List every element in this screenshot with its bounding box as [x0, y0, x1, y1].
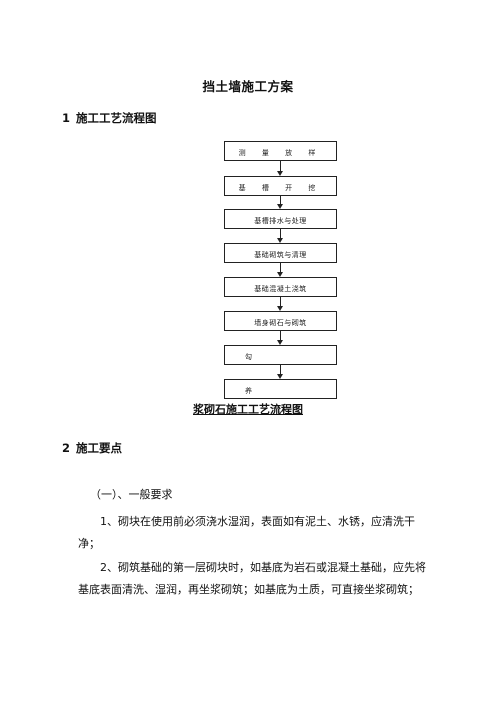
arrow-down-icon [277, 272, 283, 277]
arrow-down-icon [277, 340, 283, 345]
flow-connector-6 [280, 331, 281, 343]
flow-connector-4 [280, 263, 281, 275]
flow-connector-7 [280, 365, 281, 377]
paragraph-2: 2、砌筑基础的第一层砌块时，如基底为岩石或混凝土基础，应先将基底表面清洗、湿润，… [78, 561, 426, 596]
flow-step-1: 测 量 放 样 [224, 141, 337, 161]
section-2-number: 2 [62, 441, 71, 455]
flow-connector-2 [280, 196, 281, 207]
arrow-down-icon [277, 238, 283, 243]
subsection-heading: （一）、一般要求 [90, 488, 173, 501]
arrow-down-icon [277, 374, 283, 379]
arrow-down-icon [277, 306, 283, 311]
flowchart-caption: 浆砌石施工工艺流程图 [193, 403, 303, 416]
flow-connector-3 [280, 229, 281, 241]
flow-step-8: 养 生 [224, 379, 337, 399]
flow-step-4: 基础砌筑与清理 [224, 243, 337, 263]
arrow-down-icon [277, 204, 283, 209]
section-1-heading: 1 施工工艺流程图 [62, 110, 157, 126]
flow-step-3: 基槽排水与处理 [224, 209, 337, 229]
section-2-heading: 2 施工要点 [62, 440, 122, 456]
flow-connector-1 [280, 161, 281, 172]
section-2-title: 施工要点 [76, 441, 123, 455]
paragraph-1: 1、砌块在使用前必须浇水湿润，表面如有泥土、水锈，应清洗干净； [78, 515, 415, 550]
flow-connector-5 [280, 297, 281, 309]
page-title: 挡土墙施工方案 [202, 79, 294, 94]
flow-step-7: 勾 缝 [224, 345, 337, 365]
flow-step-2: 基 槽 开 挖 [224, 176, 337, 196]
section-1-number: 1 [62, 111, 71, 125]
flow-step-5: 基础混凝土浇筑 [224, 277, 337, 297]
arrow-down-icon [277, 171, 283, 176]
flow-step-6: 墙身砌石与砌筑 [224, 311, 337, 331]
section-1-title: 施工工艺流程图 [76, 111, 157, 125]
